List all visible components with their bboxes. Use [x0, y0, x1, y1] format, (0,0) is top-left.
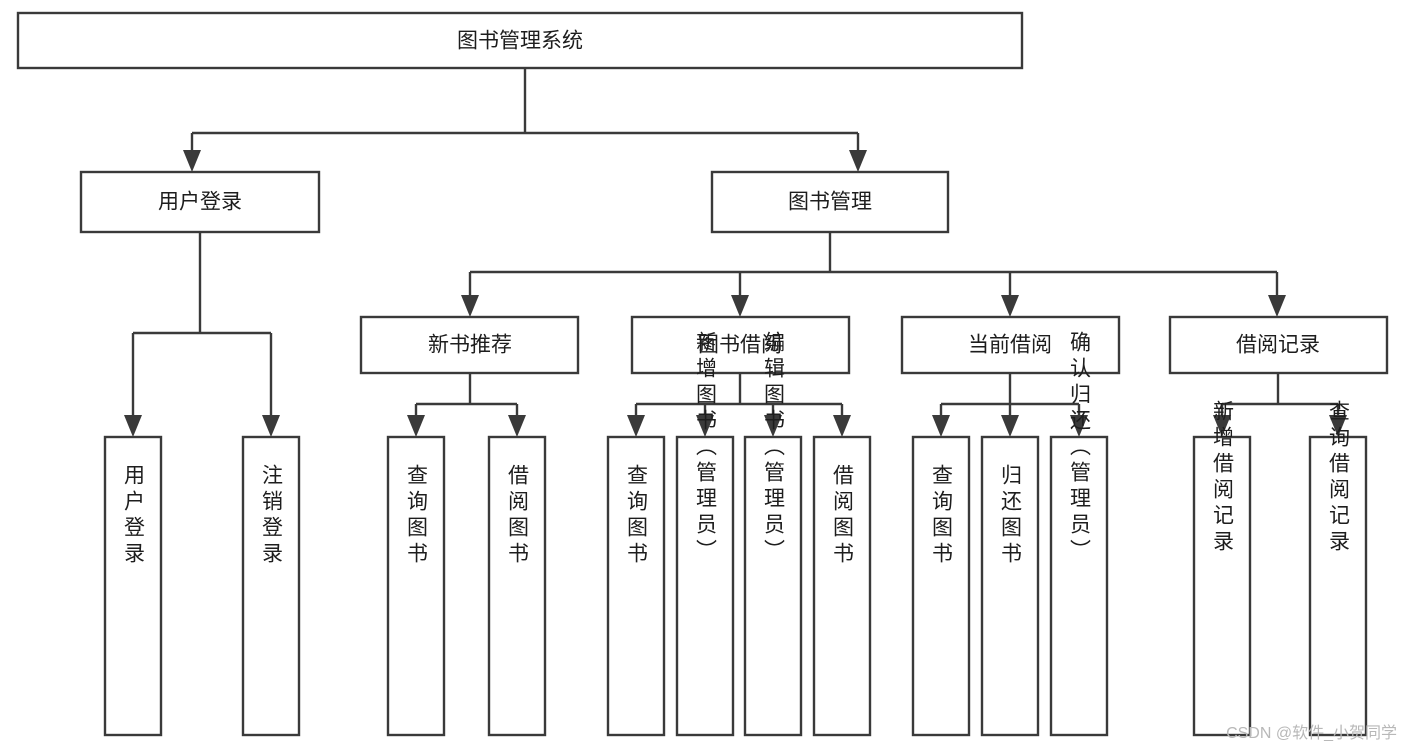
arrow-icon-leaf-add-record	[1213, 415, 1231, 437]
node-book-manage[interactable]: 图书管理	[710, 170, 950, 234]
arrow-icon-borrow-record	[1268, 295, 1286, 317]
leaf-query-record-box[interactable]	[1308, 435, 1368, 737]
node-current-borrow-label: 当前借阅	[968, 334, 1052, 357]
leaf-edit-book-label: 编辑图书（管理员）	[762, 331, 786, 565]
leaf-borrow-book-2[interactable]: 借阅图书	[812, 435, 872, 737]
node-book-borrow[interactable]: 图书借阅	[630, 315, 851, 375]
leaf-query-book-3-label: 查询图书	[930, 464, 954, 568]
node-new-book-recommend[interactable]: 新书推荐	[359, 315, 580, 375]
leaf-borrow-book-1-box[interactable]	[487, 435, 547, 737]
arrow-icon-leaf-edit-book	[764, 415, 782, 437]
connector-current-borrow-to-leaves	[932, 373, 1088, 437]
leaf-query-record-label: 查询借阅记录	[1327, 400, 1351, 556]
arrow-icon-current-borrow	[1001, 295, 1019, 317]
leaf-borrow-book-2-box[interactable]	[812, 435, 872, 737]
node-new-book-recommend-box[interactable]	[359, 315, 580, 375]
node-borrow-record[interactable]: 借阅记录	[1168, 315, 1389, 375]
leaf-add-record-box[interactable]	[1192, 435, 1252, 737]
leaf-confirm-return-box[interactable]	[1049, 435, 1109, 737]
leaf-borrow-book-2-label: 借阅图书	[831, 464, 855, 568]
leaf-add-book[interactable]: 新增图书（管理员）	[675, 331, 735, 737]
connector-book-borrow-to-leaves	[627, 373, 851, 437]
arrow-icon-book-borrow	[731, 295, 749, 317]
leaf-query-book-2[interactable]: 查询图书	[606, 435, 666, 737]
leaf-user-login[interactable]: 用户登录	[103, 435, 163, 737]
leaf-user-login-label: 用户登录	[122, 464, 146, 568]
connector-user-login-to-leaves	[124, 232, 280, 437]
node-current-borrow[interactable]: 当前借阅	[900, 315, 1121, 375]
node-user-login-label: 用户登录	[158, 191, 242, 214]
arrow-icon-leaf-borrow-book-1	[508, 415, 526, 437]
leaf-add-book-label: 新增图书（管理员）	[694, 331, 718, 565]
node-new-book-recommend-label: 新书推荐	[428, 334, 512, 357]
arrow-icon-leaf-user-login	[124, 415, 142, 437]
leaf-add-record-label: 新增借阅记录	[1211, 400, 1235, 556]
leaf-logout-login[interactable]: 注销登录	[241, 435, 301, 737]
connector-borrow-record-to-leaves	[1213, 373, 1347, 437]
leaf-logout-login-label: 注销登录	[260, 464, 284, 568]
node-borrow-record-box[interactable]	[1168, 315, 1389, 375]
leaf-query-book-3[interactable]: 查询图书	[911, 435, 971, 737]
node-root-box[interactable]	[16, 11, 1024, 70]
arrow-icon-leaf-add-book	[696, 415, 714, 437]
leaf-logout-login-box[interactable]	[241, 435, 301, 737]
leaf-query-book-1-box[interactable]	[386, 435, 446, 737]
leaf-query-book-2-label: 查询图书	[625, 464, 649, 568]
leaf-query-book-1[interactable]: 查询图书	[386, 435, 446, 737]
node-current-borrow-box[interactable]	[900, 315, 1121, 375]
arrow-icon-book-manage	[849, 150, 867, 172]
arrow-icon-leaf-return-book	[1001, 415, 1019, 437]
leaf-query-book-2-box[interactable]	[606, 435, 666, 737]
leaf-confirm-return-label: 确认归还（管理员）	[1068, 331, 1092, 565]
leaf-query-record[interactable]: 查询借阅记录	[1308, 400, 1368, 737]
arrow-icon-new-book-recommend	[461, 295, 479, 317]
leaf-add-record[interactable]: 新增借阅记录	[1192, 400, 1252, 737]
node-borrow-record-label: 借阅记录	[1236, 334, 1320, 357]
leaf-edit-book[interactable]: 编辑图书（管理员）	[743, 331, 803, 737]
arrow-icon-leaf-query-book-3	[932, 415, 950, 437]
node-root[interactable]: 图书管理系统	[16, 11, 1024, 70]
connector-root-to-level2	[183, 68, 867, 172]
arrow-icon-leaf-borrow-book-2	[833, 415, 851, 437]
arrow-icon-user-login	[183, 150, 201, 172]
leaf-query-book-3-box[interactable]	[911, 435, 971, 737]
node-user-login[interactable]: 用户登录	[79, 170, 321, 234]
connector-book-manage-to-level3	[461, 232, 1286, 317]
csdn-watermark: CSDN @软件_小贺同学	[1226, 725, 1397, 742]
arrow-icon-leaf-query-book-1	[407, 415, 425, 437]
arrow-icon-leaf-confirm-return	[1070, 415, 1088, 437]
leaf-borrow-book-1-label: 借阅图书	[506, 464, 530, 568]
leaf-borrow-book-1[interactable]: 借阅图书	[487, 435, 547, 737]
leaf-query-book-1-label: 查询图书	[405, 464, 429, 568]
connector-new-book-to-leaves	[407, 373, 526, 437]
arrow-icon-leaf-query-book-2	[627, 415, 645, 437]
leaf-return-book[interactable]: 归还图书	[980, 435, 1040, 737]
leaf-edit-book-box[interactable]	[743, 435, 803, 737]
node-book-manage-label: 图书管理	[788, 191, 872, 214]
node-book-borrow-label: 图书借阅	[698, 334, 782, 357]
node-book-manage-box[interactable]	[710, 170, 950, 234]
leaf-add-book-box[interactable]	[675, 435, 735, 737]
arrow-icon-leaf-query-record	[1329, 415, 1347, 437]
leaf-return-book-label: 归还图书	[999, 464, 1023, 568]
node-book-borrow-box[interactable]	[630, 315, 851, 375]
leaf-return-book-box[interactable]	[980, 435, 1040, 737]
arrow-icon-leaf-logout	[262, 415, 280, 437]
node-root-label: 图书管理系统	[457, 30, 583, 53]
leaf-confirm-return[interactable]: 确认归还（管理员）	[1049, 331, 1109, 737]
leaf-user-login-box[interactable]	[103, 435, 163, 737]
